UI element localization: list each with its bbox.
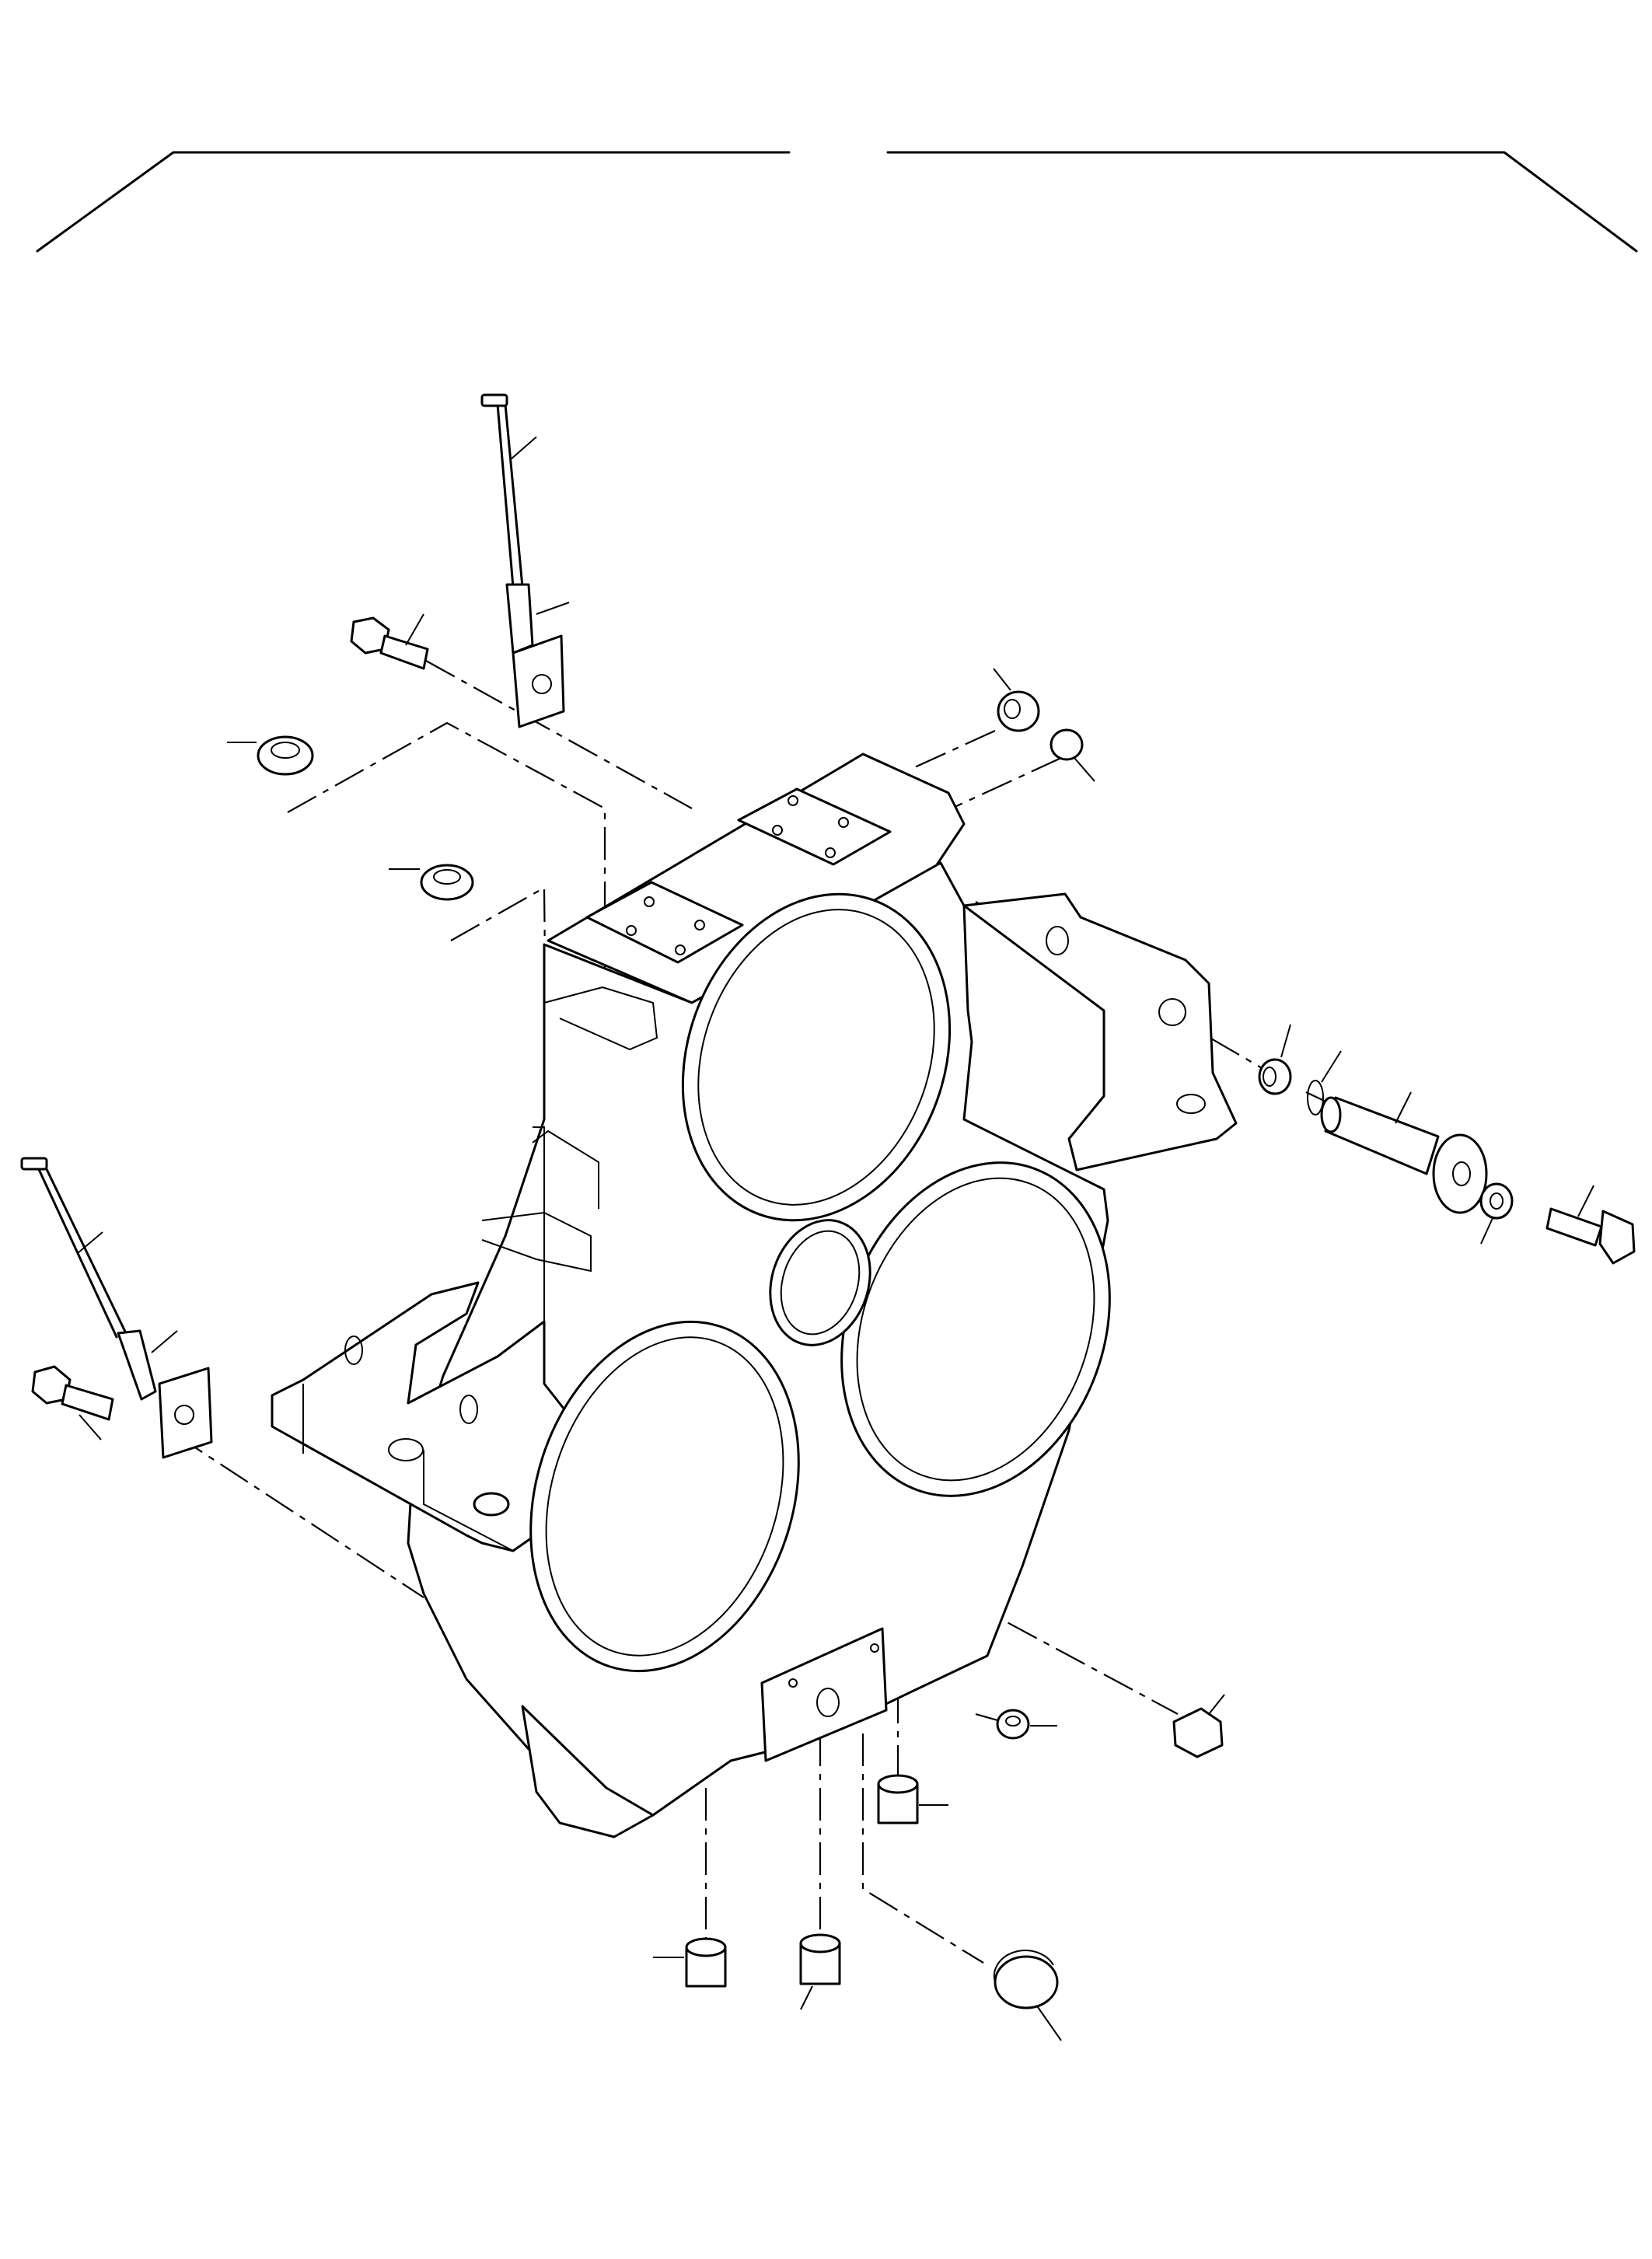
part-o-ring-right bbox=[1307, 1050, 1342, 1116]
part-dipstick-tube-lower bbox=[117, 1329, 213, 1459]
part-plug-top-1 bbox=[993, 668, 1040, 732]
top-pad-rear bbox=[737, 787, 892, 866]
part-plug-left-upper bbox=[227, 735, 314, 776]
part-cap-bottom bbox=[993, 1950, 1062, 2041]
part-plug-bottom-3 bbox=[799, 1933, 841, 2010]
part-bolt-upper-left bbox=[350, 613, 429, 670]
part-seal-right bbox=[1258, 1024, 1292, 1095]
part-plug-bottom-2 bbox=[653, 1937, 727, 1988]
part-nut-right bbox=[1479, 1182, 1514, 1245]
part-plug-left-middle bbox=[389, 864, 474, 901]
part-plug-top-2 bbox=[1050, 728, 1095, 782]
part-bolt-right bbox=[1545, 1185, 1636, 1265]
part-plug-bottom-right bbox=[1172, 1694, 1225, 1758]
bottom-plate bbox=[760, 1627, 888, 1762]
part-dipstick-lower bbox=[20, 1157, 127, 1339]
part-shaft-right bbox=[1320, 1091, 1488, 1214]
housing-body bbox=[271, 752, 1238, 1838]
top-pad-front bbox=[585, 881, 744, 964]
part-bolt-lower-left bbox=[31, 1365, 114, 1440]
part-dipstick-upper bbox=[480, 393, 537, 588]
part-plug-bottom-1 bbox=[877, 1774, 948, 1824]
part-plug-bottom-middle bbox=[996, 1709, 1057, 1740]
part-dipstick-tube-upper bbox=[505, 583, 570, 728]
header-frame bbox=[36, 151, 1638, 253]
